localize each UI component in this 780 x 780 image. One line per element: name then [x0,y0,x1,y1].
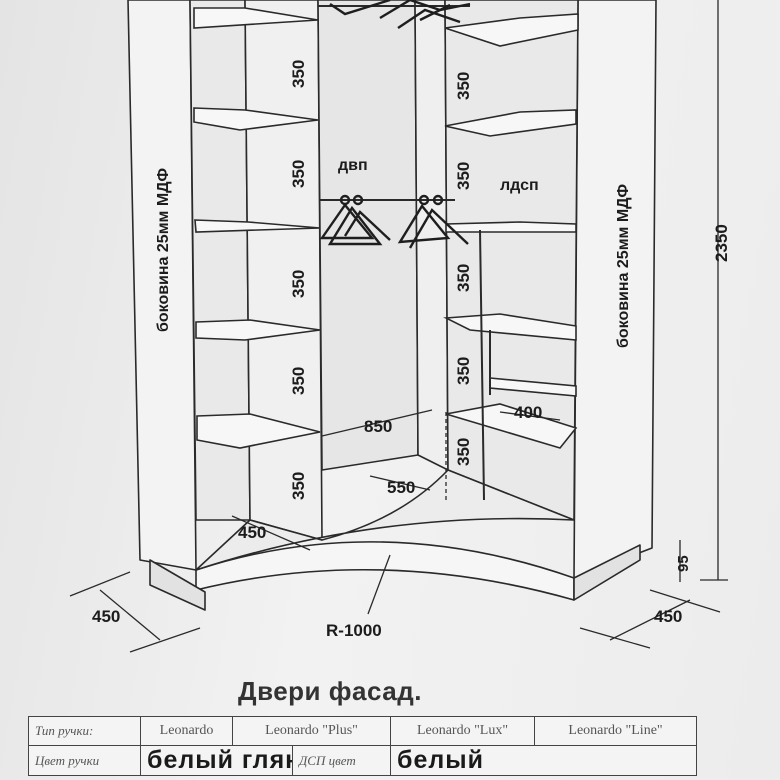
dim-450-base-right-label: 450 [654,607,682,626]
handle-option-leonardo-plus: Leonardo "Plus" [231,716,392,746]
dim-350-left-4: 350 [289,367,308,395]
floor-of-wardrobe [195,469,575,571]
dim-350-right-1: 350 [454,72,473,100]
dim-850-line [321,409,433,437]
left-shelf-1 [193,7,319,29]
dim-450-base-right-diag [609,599,691,641]
side-panel-left-label: боковина 25мм МДФ [155,168,172,332]
right-shelf-4 [443,313,577,341]
table-row: Цвет ручки белый глянец ДСП цвет белый [28,745,698,776]
dim-850-label: 850 [364,417,392,436]
dim-550-line [369,475,431,491]
dim-450-base-left-a [69,571,131,597]
dim-450-base-right-b [649,589,721,613]
dim-radius-label: R-1000 [326,621,382,640]
doors-title: Двери фасад. [238,676,422,706]
right-shelf-1 [444,13,579,47]
right-shelf-2 [444,109,577,137]
right-vertical-rod [479,229,485,501]
dim-450-shelf-label: 450 [238,523,266,542]
right-shelf-3 [445,221,577,233]
dim-350-right-2: 350 [454,162,473,190]
dim-350-right-3: 350 [454,264,473,292]
dim-400-line [499,411,561,421]
handle-type-label: Тип ручки: [28,716,141,746]
dim-450-shelf-line [231,515,311,551]
dim-radius-line [367,554,391,615]
right-partition [414,0,449,471]
right-350-labels: 350 350 350 350 350 [454,72,473,466]
dim-95-label: 95 [675,555,692,572]
handle-option-leonardo: Leonardo [140,716,233,746]
handle-color-label: Цвет ручки [28,745,141,776]
dim-400-label: 400 [514,403,542,422]
dim-350-right-5: 350 [454,438,473,466]
left-shelf-3 [194,219,321,233]
dim-350-left-3: 350 [289,270,308,298]
dsp-color-value: белый [390,745,698,776]
handle-option-leonardo-line: Leonardo "Line" [534,716,698,746]
spec-table: Тип ручки: Leonardo Leonardo "Plus" Leon… [28,716,698,776]
dsp-color-label: ДСП цвет [291,745,392,776]
left-shelf-5 [196,413,321,449]
left-shelf-2 [193,107,319,131]
left-350-labels: 350 350 350 350 350 [289,60,308,500]
hangers-middle-icon [319,194,469,249]
dim-350-left-2: 350 [289,160,308,188]
base-front [149,559,206,611]
base-front-right [573,544,641,601]
side-panel-right-label: боковина 25мм МДФ [615,184,632,348]
left-partition [244,0,323,541]
dim-2350-label: 2350 [712,224,731,262]
dim-450-base-left-diag [99,589,161,641]
dim-350-left-5: 350 [289,472,308,500]
hangers-top-icon [329,0,471,29]
dim-350-left-1: 350 [289,60,308,88]
dim-550-label: 550 [387,478,415,497]
handle-color-value: белый глянец [140,745,293,776]
table-row: Тип ручки: Leonardo Leonardo "Plus" Leon… [28,716,698,746]
dim-350-right-4: 350 [454,357,473,385]
right-material-label: лдсп [500,177,539,194]
dim-450-base-left-label: 450 [92,607,120,626]
left-shelf-4 [195,319,321,341]
center-material-label: двп [338,157,368,174]
handle-option-leonardo-lux: Leonardo "Lux" [390,716,536,746]
dim-450-base-left-b [129,627,201,653]
